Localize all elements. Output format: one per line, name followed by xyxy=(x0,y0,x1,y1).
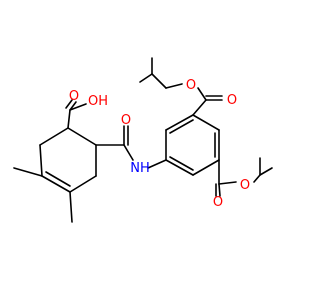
atom-labels: O OH O NH O O O O xyxy=(69,78,250,210)
ester-top-carbonyl-oxygen-label: O xyxy=(227,93,237,108)
ester-bottom-ether-oxygen-label: O xyxy=(240,178,250,193)
ester-top-ether-oxygen-label: O xyxy=(186,78,196,93)
ester-bottom-carbonyl-oxygen-label: O xyxy=(213,195,223,210)
amide-nitrogen-label: NH xyxy=(130,161,150,176)
carboxylic-acid-hydroxyl-label: OH xyxy=(88,94,108,109)
bonds xyxy=(13,57,273,223)
amide-oxygen-label: O xyxy=(121,113,131,128)
structure-diagram: O OH O NH O O O O xyxy=(13,57,273,223)
carboxylic-acid-oxygen-label: O xyxy=(69,89,79,104)
